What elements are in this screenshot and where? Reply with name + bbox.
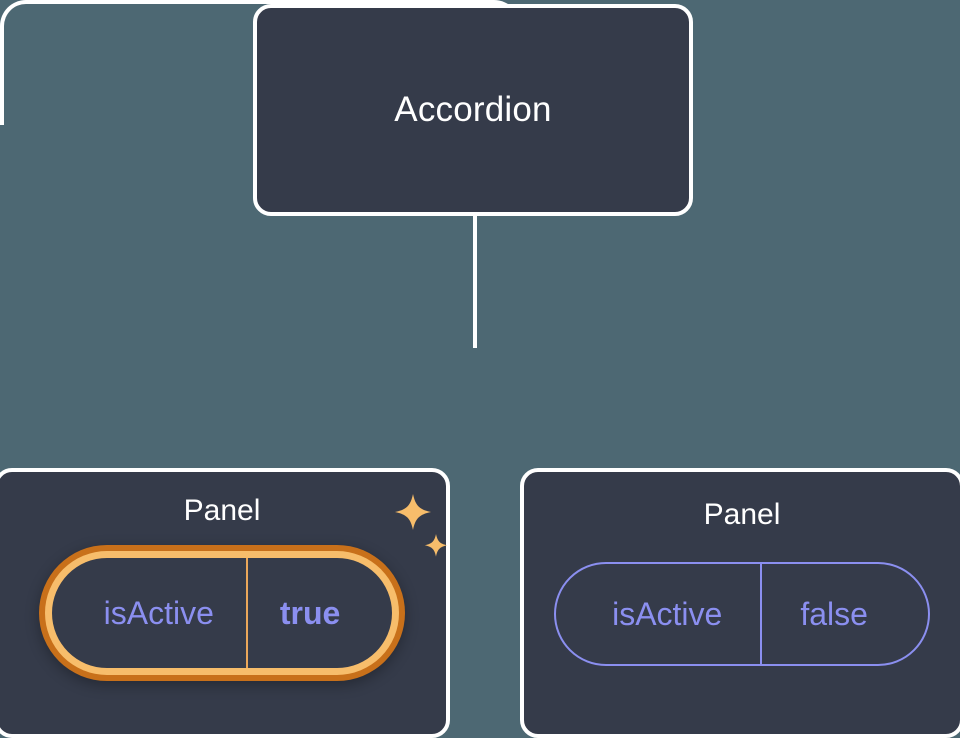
connector-root-to-bus (473, 212, 477, 348)
prop-value-label: true (279, 594, 341, 631)
prop-key-label: isActive (52, 558, 248, 668)
node-panel-inactive[interactable]: Panel isActive false (520, 468, 960, 738)
node-accordion-label: Accordion (394, 90, 552, 129)
sparkle-icons-group (391, 494, 451, 570)
prop-pill-highlight-ring-outer: isActive true (38, 545, 406, 681)
prop-pill-highlight-ring-inner: isActive true (44, 551, 400, 675)
node-panel-active-label: Panel (183, 494, 261, 527)
prop-value-label: false (800, 595, 868, 632)
sparkle-small-icon (425, 534, 448, 557)
node-panel-active[interactable]: Panel isActive true (0, 468, 450, 738)
prop-pill-isactive-true[interactable]: isActive true (51, 558, 393, 668)
prop-pill-inactive-wrap: isActive false (554, 532, 930, 666)
prop-pill-active-wrap: isActive true (38, 494, 448, 681)
node-accordion[interactable]: Accordion (253, 4, 693, 216)
node-panel-inactive-label: Panel (703, 498, 781, 531)
prop-key-label: isActive (556, 564, 763, 664)
prop-pill-isactive-false[interactable]: isActive false (554, 562, 930, 666)
sparkle-large-icon (395, 494, 432, 530)
